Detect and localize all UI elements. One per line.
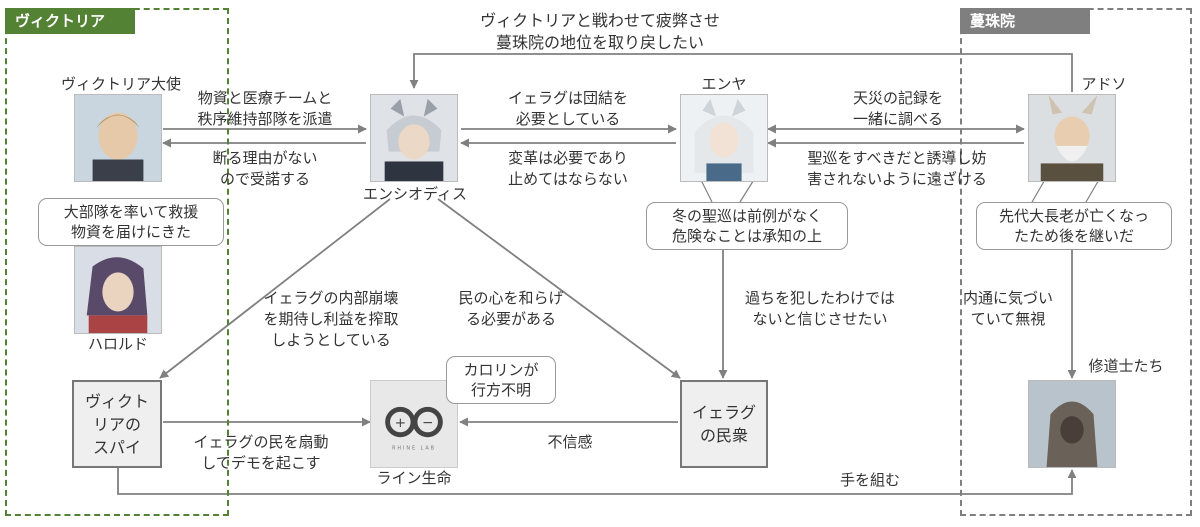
rel-spy-to-rhine: イェラグの民を扇動 してデモを起こす	[193, 433, 329, 472]
rel-sil-to-spy: イェラグの内部崩壊 を期待し利益を搾取 しようとしている	[263, 289, 399, 349]
rel-adoso-to-enya: 聖巡をすべきだと誘導し妨 害されないように遠ざける	[807, 149, 987, 188]
bubble-rhine: カロリンが 行方不明	[446, 356, 556, 404]
char-name-enya: エンヤ	[701, 75, 747, 93]
char-name-harold: ハロルド	[87, 335, 148, 353]
char-name-siracusa: エンシオディス	[363, 185, 467, 203]
rel-sil-to-envoy: 断る理由がない ので受諾する	[212, 149, 318, 188]
box-yelag-people: イェラグ の民衆	[680, 380, 768, 468]
rel-spy-to-monks: 手を組む	[839, 471, 900, 489]
rel-sil-to-enya: イェラグは団結を 必要としている	[507, 89, 628, 128]
rel-enya-adoso: 天災の記録を 一緒に調べる	[852, 89, 943, 128]
portrait-siracusa	[370, 94, 458, 182]
arrow-sil-to-spy	[159, 198, 391, 379]
portrait-adoso	[1028, 94, 1116, 182]
bubble-harold: 大部隊を率いて救援 物資を届けにきた	[38, 198, 224, 246]
rel-sil-to-people: 民の心を和らげ る必要がある	[458, 289, 564, 328]
bubble-adoso: 先代大長老が亡くなっ たため後を継いだ	[976, 202, 1172, 250]
portrait-enya	[680, 94, 768, 182]
portrait-envoy	[74, 94, 162, 182]
char-name-adoso: アドソ	[1081, 75, 1127, 93]
svg-text:RHINE LAB: RHINE LAB	[392, 445, 436, 451]
char-name-rhine: ライン生命	[376, 469, 452, 487]
svg-text:+: +	[395, 415, 406, 431]
rel-people-to-rhine: 不信感	[547, 433, 593, 451]
group-kyodo-tag: 蔓珠院	[960, 8, 1090, 34]
box-victoria-spy: ヴィクト リアの スパイ	[72, 380, 162, 468]
svg-text:−: −	[422, 415, 433, 431]
char-name-envoy: ヴィクトリア大使	[60, 75, 181, 93]
group-victoria-tag: ヴィクトリア	[5, 8, 135, 34]
arrow-sil-to-people	[437, 198, 681, 379]
rhine-lab-logo: + − RHINE LAB	[370, 380, 458, 468]
rel-enya-to-people: 過ちを犯したわけでは ないと信じさせたい	[744, 289, 895, 328]
portrait-harold	[74, 246, 162, 334]
bubble-enya: 冬の聖巡は前例がなく 危険なことは承知の上	[646, 202, 848, 250]
rel-envoy-to-sil: 物資と医療チームと 秩序維持部隊を派遣	[197, 89, 333, 128]
rel-adoso-monks: 内通に気づい ていて無視	[962, 289, 1053, 328]
char-name-monks: 修道士たち	[1088, 357, 1164, 375]
arrow-adoso-to-sil-top	[409, 53, 1073, 92]
arrow-spy-to-monks	[117, 468, 1077, 495]
rel-top: ヴィクトリアと戦わせて疲弊させ 蔓珠院の地位を取り戻したい	[480, 11, 720, 52]
rel-enya-to-sil: 変革は必要であり 止めてはならない	[508, 149, 628, 188]
portrait-monks	[1028, 380, 1116, 468]
